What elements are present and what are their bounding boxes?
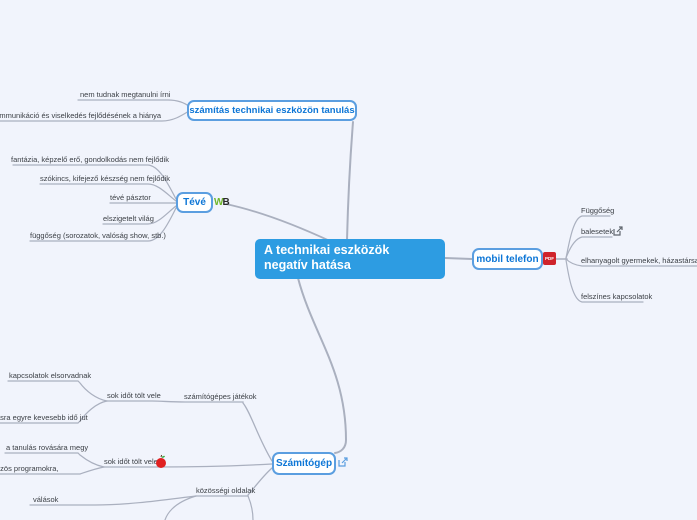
leaf-fantazia[interactable]: fantázia, képzelő erő, gondolkodás nem f…	[11, 155, 170, 164]
external-link-icon[interactable]	[613, 226, 623, 236]
leaf-szokincs[interactable]: szókincs, kifejező készség nem fejlődik	[40, 174, 171, 183]
leaf-teve-fuggoseg[interactable]: függőség (sorozatok, valóság show, stb.)	[30, 231, 166, 240]
leaf-kapcsolatok-elsorvadnak[interactable]: kapcsolatok elsorvadnak	[9, 371, 92, 380]
badge-letter-w: W	[214, 197, 224, 208]
leaf-elszigetelt-vilag[interactable]: elszigetelt világ	[103, 214, 154, 223]
leaf-mobil-fuggoseg[interactable]: Függőség	[581, 206, 615, 215]
leaf-felszines-kapcsolatok[interactable]: felszínes kapcsolatok	[581, 292, 653, 301]
leaf-teve-pasztor[interactable]: tévé pásztor	[110, 193, 151, 202]
leaf-balesetek[interactable]: balesetek	[581, 227, 614, 236]
node-szamitastechnikai-tanulas[interactable]: számítás technikai eszközön tanulás	[187, 100, 357, 121]
external-link-icon[interactable]	[338, 457, 348, 467]
node-teve[interactable]: Tévé	[176, 192, 213, 213]
leaf-kozossegi-oldalak[interactable]: közösségi oldalak	[196, 486, 256, 495]
leaf-nem-tudnak-irni[interactable]: nem tudnak megtanulni írni	[80, 90, 171, 99]
leaf-sok-idot-tolt-1[interactable]: sok időt tölt vele	[107, 391, 161, 400]
leaf-tanulas-rovasara[interactable]: a tanulás rovására megy	[6, 443, 89, 452]
leaf-sok-idot-tolt-2[interactable]: sok időt tölt vele	[104, 457, 158, 466]
pdf-attachment-icon[interactable]: PDF	[543, 252, 556, 265]
node-mobil-telefon[interactable]: mobil telefon	[472, 248, 543, 270]
leaf-valasok[interactable]: válások	[33, 495, 59, 504]
leaf-szamitogepes-jatekok[interactable]: számítógépes játékok	[184, 392, 257, 401]
leaf-szobeli-kommunikacio[interactable]: szóbeli kommunikáció és viselkedés fejlő…	[0, 111, 162, 120]
leaf-kevesebb-ido[interactable]: ásra egyre kevesebb idő jut	[0, 413, 88, 422]
node-szamitogep[interactable]: Számítógép	[272, 452, 336, 475]
word-document-badge-icon[interactable]: WB	[214, 197, 230, 209]
leaf-elhanyagolt[interactable]: elhanyagolt gyermekek, házastársak, szü	[581, 256, 697, 265]
apple-icon	[156, 454, 166, 468]
badge-letter-b: B	[222, 197, 229, 208]
leaf-kozos-programok[interactable]: a közös programokra,	[0, 464, 59, 473]
root-node[interactable]: A technikai eszközök negatív hatása	[255, 239, 445, 279]
